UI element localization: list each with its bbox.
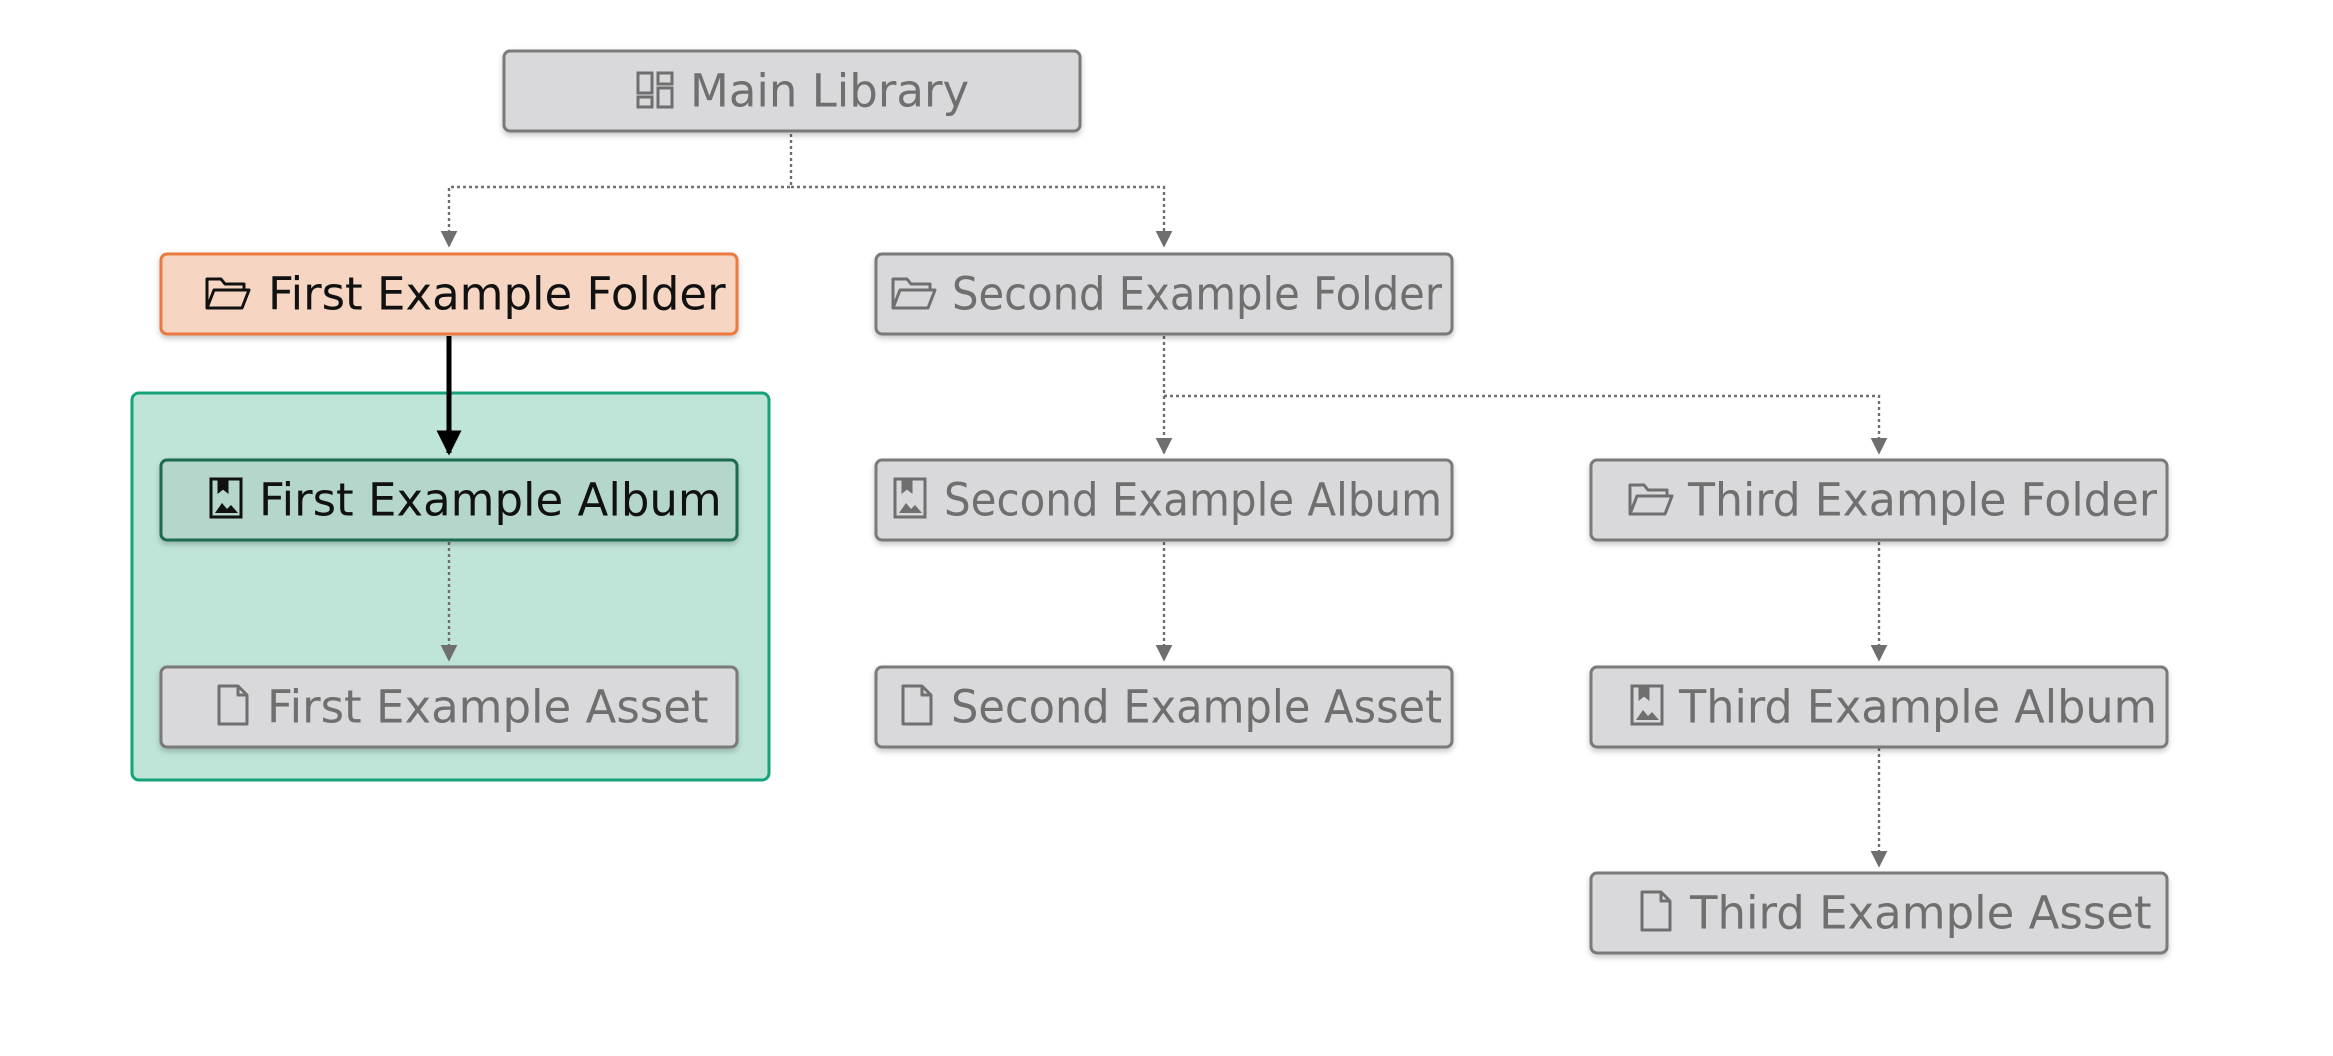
connector-folder2-to-folder3 <box>1164 394 1888 455</box>
node-label: First Example Album <box>259 474 722 527</box>
node-label: Second Example Folder <box>952 268 1442 321</box>
node-third-example-asset[interactable]: Third Example Asset <box>1589 871 2169 955</box>
node-second-example-album[interactable]: Second Example Album <box>874 458 1454 542</box>
node-label: First Example Asset <box>267 681 709 734</box>
node-label: Second Example Album <box>944 474 1442 527</box>
connector-main-to-folder2 <box>791 185 1173 248</box>
node-label: Third Example Folder <box>1687 474 2157 527</box>
node-third-example-album[interactable]: Third Example Album <box>1589 665 2169 749</box>
node-label: Third Example Album <box>1678 681 2157 734</box>
node-third-example-folder[interactable]: Third Example Folder <box>1589 458 2169 542</box>
node-first-example-folder[interactable]: First Example Folder <box>159 252 739 336</box>
connector-main-to-folder1 <box>440 134 793 248</box>
node-label: Second Example Asset <box>951 681 1442 734</box>
node-label: Main Library <box>690 65 969 118</box>
node-label: First Example Folder <box>268 268 726 321</box>
node-main-library[interactable]: Main Library <box>502 49 1082 133</box>
node-first-example-asset[interactable]: First Example Asset <box>159 665 739 749</box>
node-second-example-folder[interactable]: Second Example Folder <box>874 252 1454 336</box>
node-label: Third Example Asset <box>1689 887 2152 940</box>
node-first-example-album[interactable]: First Example Album <box>159 458 739 542</box>
node-second-example-asset[interactable]: Second Example Asset <box>874 665 1454 749</box>
